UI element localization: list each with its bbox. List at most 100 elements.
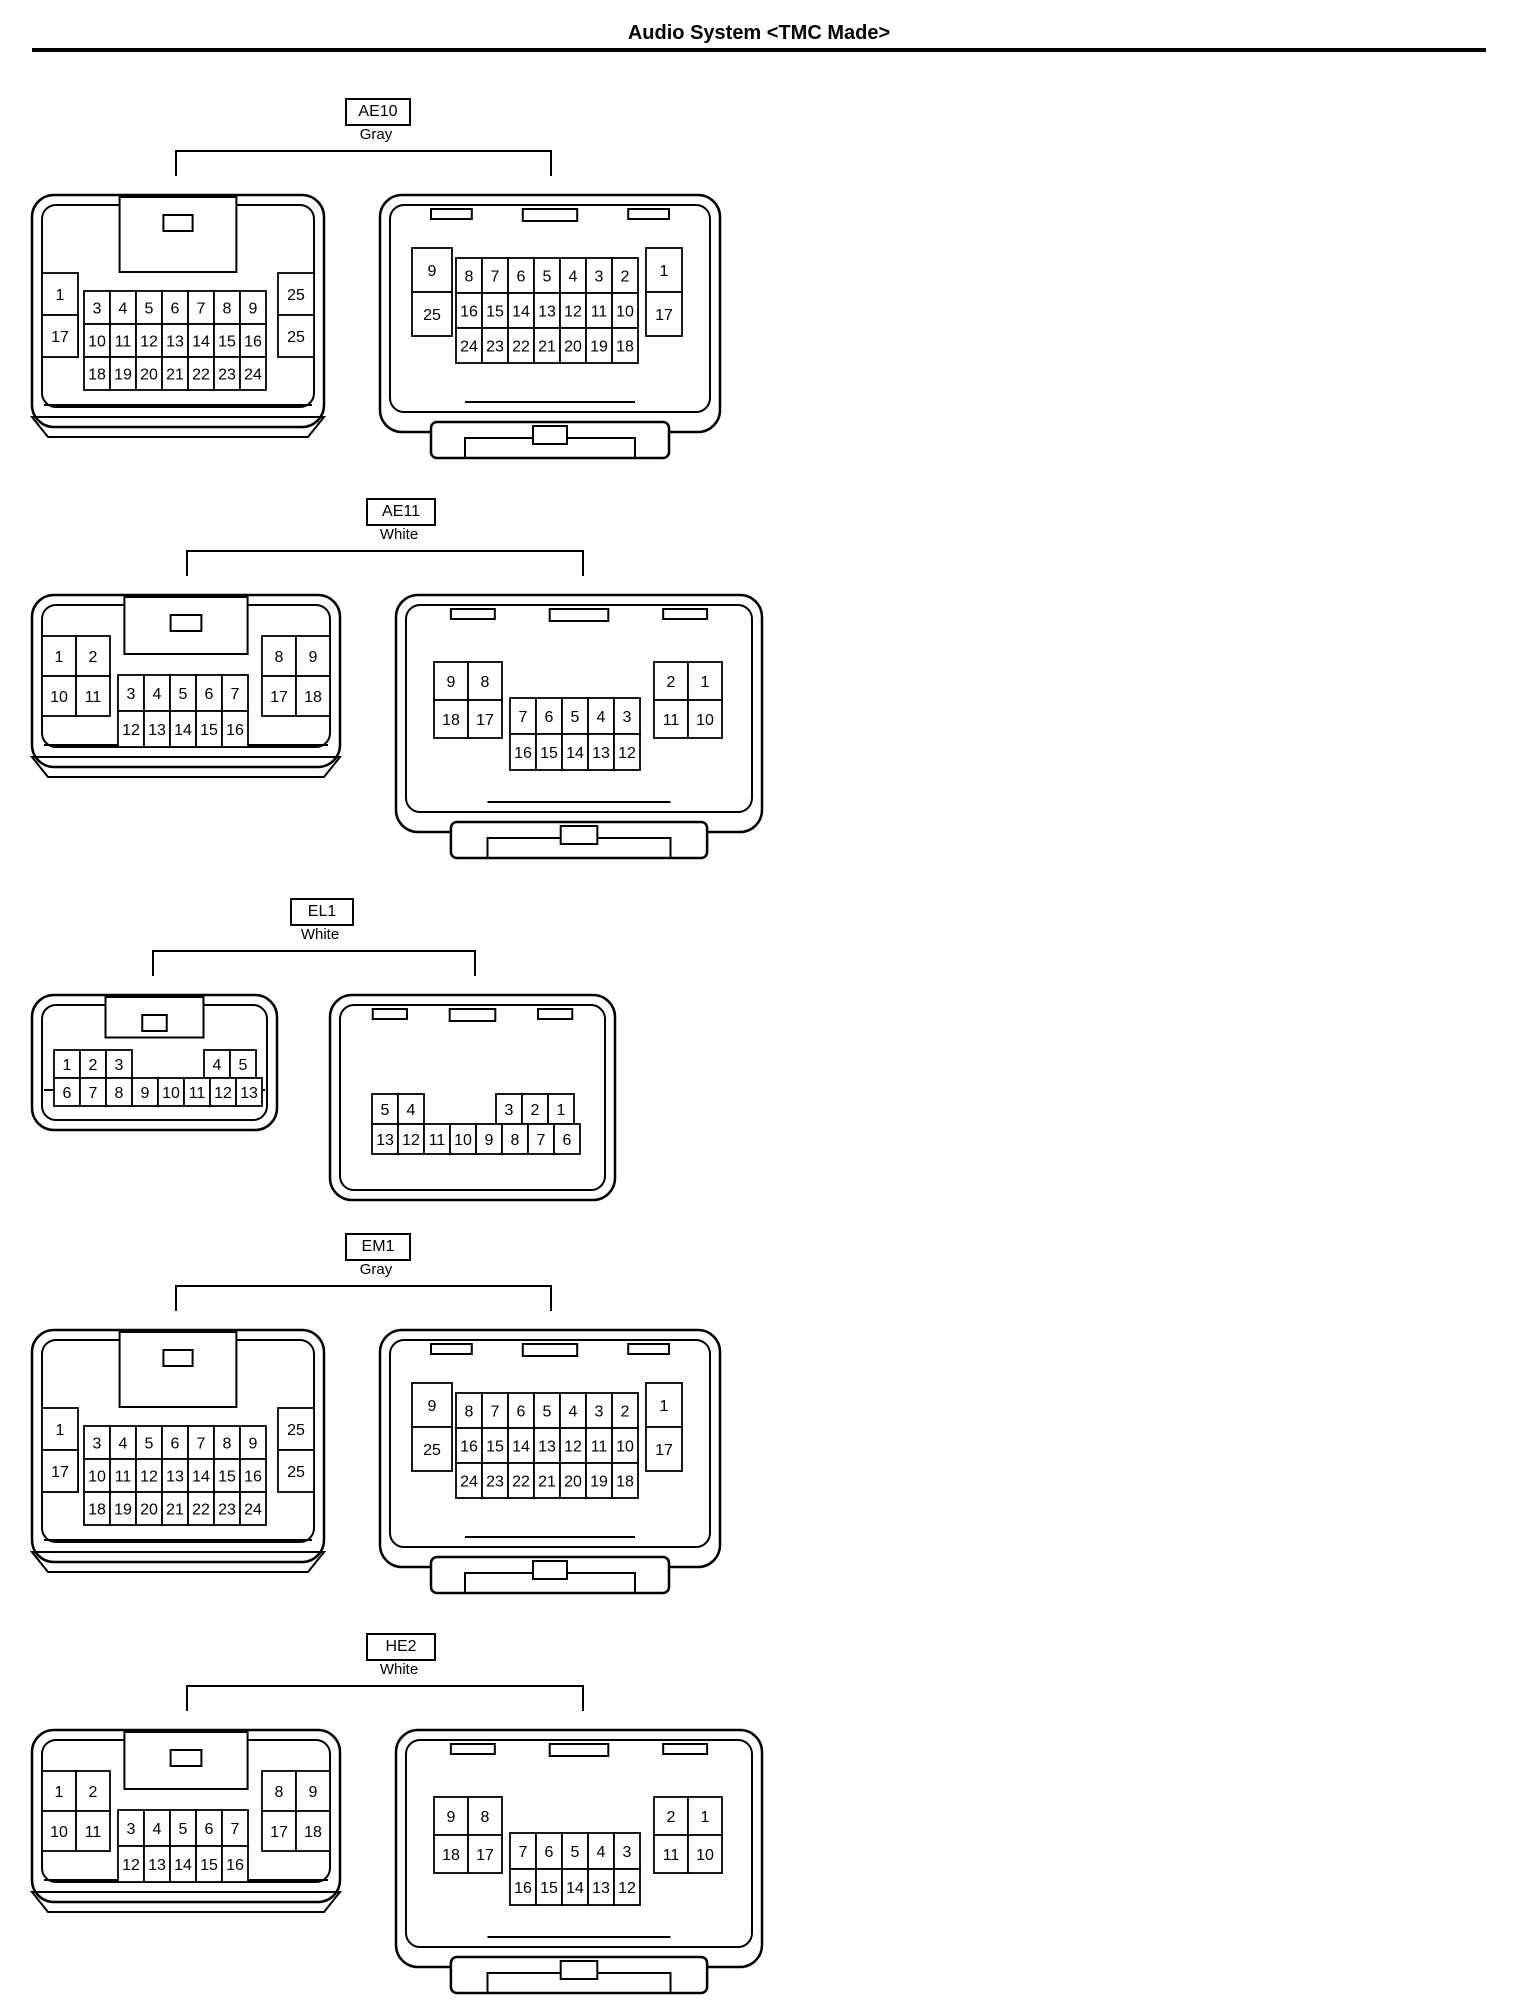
- pin-cell: [239, 290, 267, 325]
- pin-cell: [433, 699, 469, 739]
- pin-number: 11: [85, 689, 102, 706]
- pin-number: 2: [89, 649, 98, 666]
- pin-number: 22: [192, 367, 210, 384]
- pin-cell: [157, 1077, 185, 1107]
- pin-number: 14: [566, 1880, 584, 1897]
- pin-cell: [467, 1796, 503, 1836]
- pin-number: 8: [275, 649, 284, 666]
- pin-number: 22: [192, 1502, 210, 1519]
- pin-cell: [507, 292, 535, 329]
- pin-number: 1: [63, 1057, 72, 1074]
- pin-number: 10: [50, 689, 68, 706]
- pin-cell: [645, 291, 683, 337]
- pin-number: 16: [460, 1439, 478, 1456]
- pin-number: 7: [231, 1821, 240, 1838]
- pin-number: 25: [423, 307, 441, 324]
- pin-cell: [83, 1491, 111, 1526]
- pin-cell: [83, 323, 111, 358]
- pin-number: 1: [660, 263, 669, 280]
- pin-number: 24: [460, 339, 478, 356]
- pin-number: 15: [486, 1439, 504, 1456]
- pin-cell: [105, 1049, 133, 1079]
- pin-cell: [411, 1382, 453, 1428]
- pin-cell: [161, 290, 189, 325]
- left-pin-grid: 1234567891011121314151617181920212223242…: [41, 1407, 315, 1526]
- pin-number: 4: [119, 1436, 128, 1453]
- pin-cell: [509, 733, 537, 771]
- pin-number: 13: [538, 1439, 556, 1456]
- pin-number: 14: [192, 334, 210, 351]
- pin-number: 12: [564, 1439, 582, 1456]
- pin-number: 13: [148, 722, 166, 739]
- pin-number: 7: [491, 1404, 500, 1421]
- pin-number: 2: [89, 1784, 98, 1801]
- connector-id-label: AE11: [366, 498, 436, 526]
- pin-cell: [449, 1123, 477, 1155]
- pin-number: 5: [239, 1057, 248, 1074]
- pin-cell: [277, 314, 315, 358]
- pin-number: 23: [218, 1502, 236, 1519]
- pin-cell: [613, 697, 641, 735]
- pin-number: 18: [88, 367, 106, 384]
- pin-number: 1: [55, 649, 64, 666]
- pin-cell: [195, 1845, 223, 1883]
- pin-number: 5: [543, 269, 552, 286]
- pin-number: 9: [141, 1085, 150, 1102]
- pin-number: 3: [595, 1404, 604, 1421]
- connector-diagram: 1234567891011121314151617181920212223242…: [29, 193, 722, 460]
- pin-number: 18: [616, 1474, 634, 1491]
- pin-number: 12: [564, 304, 582, 321]
- pin-number: 24: [244, 1502, 262, 1519]
- pin-number: 19: [590, 339, 608, 356]
- pin-number: 19: [114, 1502, 132, 1519]
- pin-number: 25: [287, 1464, 305, 1481]
- connector-color-label: Gray: [359, 126, 393, 143]
- pin-cell: [41, 1770, 77, 1812]
- pin-cell: [187, 1491, 215, 1526]
- pin-number: 3: [127, 1821, 136, 1838]
- pin-cell: [41, 1407, 79, 1451]
- pin-cell: [117, 1845, 145, 1883]
- pin-number: 14: [566, 745, 584, 762]
- pin-number: 25: [287, 1422, 305, 1439]
- pin-number: 10: [696, 712, 714, 729]
- pin-number: 14: [512, 1439, 530, 1456]
- pin-number: 10: [616, 1439, 634, 1456]
- pin-number: 4: [597, 1844, 606, 1861]
- pin-cell: [559, 257, 587, 294]
- pin-cell: [41, 1810, 77, 1852]
- pin-number: 15: [486, 304, 504, 321]
- pin-number: 4: [597, 709, 606, 726]
- pin-number: 8: [115, 1085, 124, 1102]
- connector-color-label: White: [300, 926, 340, 943]
- pin-number: 13: [166, 1469, 184, 1486]
- connector-id-label: EM1: [345, 1233, 411, 1261]
- pin-cell: [41, 314, 79, 358]
- pin-cell: [75, 635, 111, 677]
- pin-number: 24: [244, 367, 262, 384]
- pin-cell: [467, 1834, 503, 1874]
- pin-number: 10: [88, 334, 106, 351]
- pin-cell: [481, 327, 509, 364]
- pin-cell: [261, 675, 297, 717]
- pin-cell: [535, 697, 563, 735]
- pin-number: 6: [171, 301, 180, 318]
- pin-number: 9: [447, 674, 456, 691]
- connector-bracket: [175, 150, 552, 176]
- pin-number: 13: [592, 745, 610, 762]
- pin-number: 11: [663, 1847, 680, 1864]
- pin-number: 11: [85, 1824, 102, 1841]
- pin-cell: [475, 1123, 503, 1155]
- pin-cell: [411, 291, 453, 337]
- pin-number: 4: [153, 1821, 162, 1838]
- pin-number: 23: [486, 339, 504, 356]
- pin-number: 17: [476, 1847, 494, 1864]
- pin-number: 12: [618, 745, 636, 762]
- connector-id-label: AE10: [345, 98, 411, 126]
- pin-cell: [653, 1834, 689, 1874]
- connector-id-label: HE2: [366, 1633, 436, 1661]
- pin-number: 16: [514, 745, 532, 762]
- pin-cell: [295, 675, 331, 717]
